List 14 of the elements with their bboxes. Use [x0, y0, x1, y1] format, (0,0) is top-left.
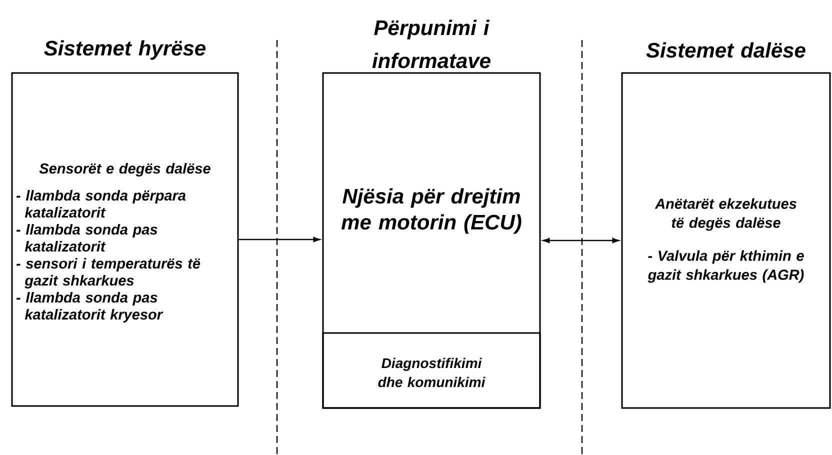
arrow [542, 238, 620, 244]
node-label: - sensori i temperaturës të gazit shkarkues [16, 258, 200, 289]
node-label: - llambda sonda përpara katalizatorit [16, 190, 186, 218]
arrow [238, 236, 320, 242]
column-heading: Sistemet dalëse [646, 42, 806, 58]
box-text: Njësia për drejtim me motorin (ECU) [341, 188, 522, 234]
box-text: Sensorët e degës dalëse - llambda sonda përpara katalizatorit - llambda sonda pas katalizatorit - sensori i temperaturës të gazit shkarkues - llambda sonda pas katalizatorit kryesor [16, 162, 210, 322]
column-heading: Sistemet hyrëse [44, 40, 206, 60]
node-label: - llambda sonda pas katalizatorit [16, 224, 158, 252]
node-label: Sensorët e degës dalëse [39, 162, 210, 177]
box-text: Anëtarët ekzekutues të degës dalëse - Valvula për kthimin e gazit shkarkues (AGR) [648, 198, 804, 283]
node-label: - llambda sonda pas katalizatorit kryesor [16, 292, 164, 323]
column-heading: Përpunimi i informatave [372, 20, 490, 68]
box-text: Diagnostifikimi dhe komunikimi [378, 358, 486, 388]
